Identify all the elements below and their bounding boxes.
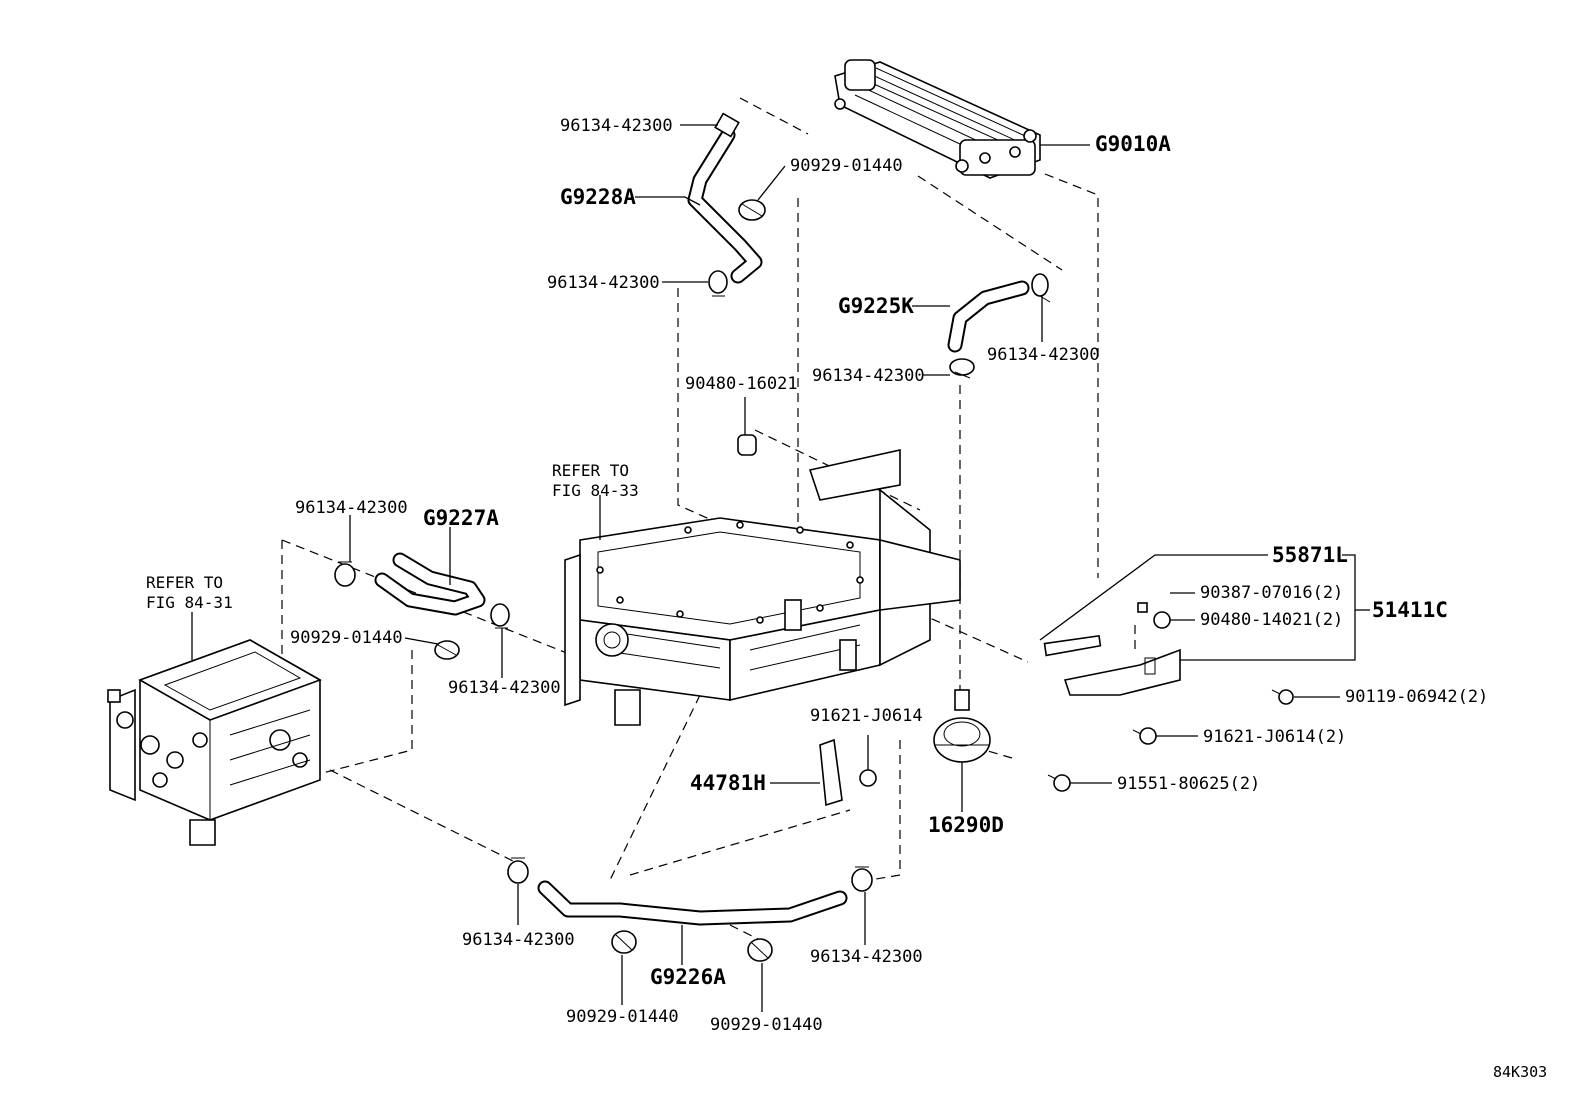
label-clamp-top: 96134-42300 bbox=[560, 116, 673, 136]
label-ref-84-33-line1: REFER TO bbox=[552, 461, 629, 480]
label-water-pump: 16290D bbox=[928, 813, 1004, 837]
screw-tank-icon bbox=[1137, 602, 1148, 613]
label-bolt-pump-2: 91621-J0614(2) bbox=[1203, 727, 1346, 747]
clip-left-icon bbox=[434, 640, 460, 660]
label-clamp-mid-right: 96134-42300 bbox=[987, 345, 1100, 365]
label-clamp-mid-left: 96134-42300 bbox=[547, 273, 660, 293]
bolt-pump-3-icon bbox=[1047, 774, 1071, 792]
label-diagram-code: 84K303 bbox=[1493, 1063, 1547, 1081]
label-clamp-bottom-left: 96134-42300 bbox=[462, 930, 575, 950]
clamp-bottom-right-icon bbox=[851, 866, 873, 892]
label-clamp-left-bottom: 96134-42300 bbox=[448, 678, 561, 698]
clamp-bottom-left-icon bbox=[507, 857, 529, 884]
label-reserve-tank: 55871L bbox=[1272, 543, 1348, 567]
hose-g9227a bbox=[374, 552, 486, 616]
label-clip-top: 90929-01440 bbox=[790, 156, 903, 176]
grommet-tank-icon bbox=[1153, 611, 1171, 629]
label-clamp-left-top: 96134-42300 bbox=[295, 498, 408, 518]
label-clamp-bottom-right: 96134-42300 bbox=[810, 947, 923, 967]
clip-bottom-right-icon bbox=[747, 938, 773, 962]
label-clip-left: 90929-01440 bbox=[290, 628, 403, 648]
clamp-mid-left-icon bbox=[708, 270, 728, 297]
label-bolt-bracket: 90119-06942(2) bbox=[1345, 687, 1488, 707]
inverter-assembly bbox=[564, 449, 961, 726]
hose-g9228a bbox=[687, 112, 763, 284]
left-unit-assembly bbox=[107, 639, 322, 846]
label-hose-left: G9227A bbox=[423, 506, 499, 530]
bolt-pump-2-icon bbox=[1132, 727, 1157, 745]
clip-top-icon bbox=[738, 199, 766, 221]
label-hose-short: G9225K bbox=[838, 294, 914, 318]
hose-g9226a bbox=[537, 880, 848, 926]
label-ref-84-31-line1: REFER TO bbox=[146, 573, 223, 592]
label-hose-lower: G9226A bbox=[650, 965, 726, 989]
label-bracket-small: 44781H bbox=[690, 771, 766, 795]
radiator-part bbox=[834, 59, 1041, 179]
part-labels: 96134-42300 G9010A 90929-01440 G9228A 96… bbox=[146, 116, 1547, 1081]
label-bolt-pump-small: 91621-J0614 bbox=[810, 706, 923, 726]
label-screw-tank: 90387-07016(2) bbox=[1200, 583, 1343, 603]
clip-bottom-left-icon bbox=[611, 930, 637, 954]
label-grommet-tank: 90480-14021(2) bbox=[1200, 610, 1343, 630]
clamp-mid-right-icon bbox=[1031, 273, 1051, 303]
hose-g9225k bbox=[947, 280, 1030, 353]
bracket-small-part bbox=[819, 738, 877, 807]
label-clamp-pump-top: 96134-42300 bbox=[812, 366, 925, 386]
label-bolt-pump-3: 91551-80625(2) bbox=[1117, 774, 1260, 794]
clamp-pump-top-icon bbox=[949, 358, 975, 379]
label-grommet: 90480-16021 bbox=[685, 374, 798, 394]
label-hose-upper: G9228A bbox=[560, 185, 636, 209]
label-ref-84-31-line2: FIG 84-31 bbox=[146, 593, 233, 612]
clamp-left-bottom-icon bbox=[490, 603, 510, 629]
label-ref-84-33-line2: FIG 84-33 bbox=[552, 481, 639, 500]
bolt-bracket-icon bbox=[1271, 689, 1294, 705]
label-bracket-assy: 51411C bbox=[1372, 598, 1448, 622]
leader-lines bbox=[191, 124, 1370, 1012]
reserve-tank-part bbox=[1043, 634, 1102, 657]
label-radiator: G9010A bbox=[1095, 132, 1171, 156]
bracket-assy-part bbox=[1063, 648, 1181, 696]
water-pump-part bbox=[933, 689, 991, 763]
grommet-icon bbox=[737, 434, 757, 456]
clamp-left-top-icon bbox=[334, 561, 356, 587]
label-clip-bottom-left: 90929-01440 bbox=[566, 1007, 679, 1027]
label-clip-bottom-right: 90929-01440 bbox=[710, 1015, 823, 1035]
